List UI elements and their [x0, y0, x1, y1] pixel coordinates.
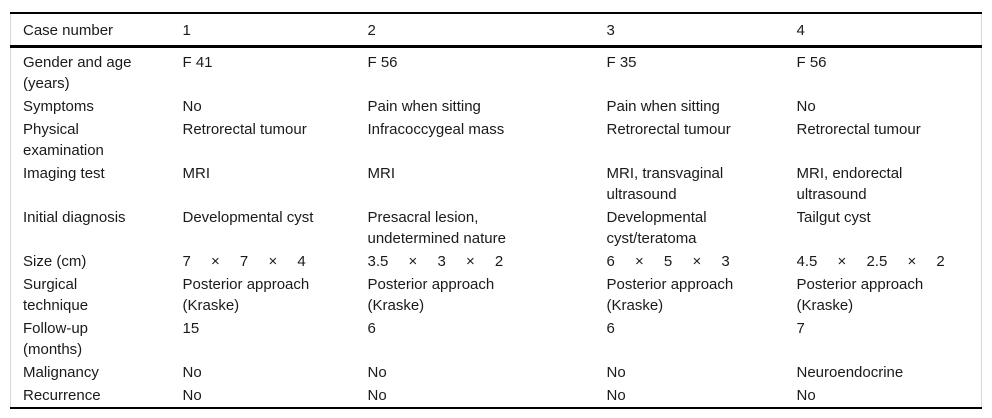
header-row: Case number 1 2 3 4	[10, 13, 982, 47]
row-label: Follow-up (months)	[23, 320, 89, 358]
row-label: Physical examination	[23, 121, 104, 159]
row-label: Symptoms	[23, 98, 94, 115]
cell: 6	[367, 320, 376, 337]
table-row-recurrence: Recurrence No No No No	[11, 384, 982, 408]
row-label: Imaging test	[23, 165, 105, 182]
cell: Posterior approach (Kraske)	[796, 276, 924, 314]
cell: MRI	[182, 165, 211, 182]
row-label: Surgical technique	[23, 276, 89, 314]
cell: No	[796, 387, 816, 404]
cell: Neuroendocrine	[796, 364, 904, 381]
header-row-label: Case number	[23, 22, 114, 39]
table-row-malignancy: Malignancy No No No Neuroendocrine	[11, 361, 982, 384]
cell: F 56	[796, 54, 827, 71]
cell: F 56	[367, 54, 398, 71]
cell: Tailgut cyst	[796, 209, 871, 226]
cell: MRI, transvaginal ultrasound	[606, 165, 724, 203]
cell: Infracoccygeal mass	[367, 121, 505, 138]
cell: No	[182, 364, 202, 381]
cell: No	[182, 98, 202, 115]
cell: 15	[182, 320, 200, 337]
cell: Retrorectal tumour	[606, 121, 731, 138]
cell: F 41	[182, 54, 213, 71]
cell: Posterior approach (Kraske)	[367, 276, 495, 314]
case-table: Case number 1 2 3 4 Gender and age (year…	[10, 12, 982, 409]
cell: 3.5 × 3 × 2	[367, 253, 504, 270]
row-label: Recurrence	[23, 387, 101, 404]
table-row-symptoms: Symptoms No Pain when sitting Pain when …	[11, 95, 982, 118]
cell: Developmental cyst	[182, 209, 314, 226]
table-row-surgical-technique: Surgical technique Posterior approach (K…	[11, 273, 982, 317]
cell: 4.5 × 2.5 × 2	[796, 253, 945, 270]
cell: No	[606, 387, 626, 404]
cell: No	[367, 387, 387, 404]
column-header-case-3: 3	[606, 22, 615, 39]
cell: Developmental cyst/teratoma	[606, 209, 707, 247]
table-row-initial-diagnosis: Initial diagnosis Developmental cyst Pre…	[11, 206, 982, 250]
cell: Posterior approach (Kraske)	[182, 276, 310, 314]
column-header-case-4: 4	[796, 22, 805, 39]
cell: MRI	[367, 165, 396, 182]
cell: No	[367, 364, 387, 381]
table-row-physical-examination: Physical examination Retrorectal tumour …	[11, 118, 982, 162]
cell: 6 × 5 × 3	[606, 253, 730, 270]
cell: Pain when sitting	[367, 98, 481, 115]
table-row-gender-age: Gender and age (years) F 41 F 56 F 35 F …	[11, 47, 982, 96]
row-label: Size (cm)	[23, 253, 87, 270]
cell: Retrorectal tumour	[796, 121, 921, 138]
cell: No	[182, 387, 202, 404]
cell: Presacral lesion, undetermined nature	[367, 209, 506, 247]
table-row-follow-up: Follow-up (months) 15 6 6 7	[11, 317, 982, 361]
cell: 7 × 7 × 4	[182, 253, 306, 270]
row-label: Initial diagnosis	[23, 209, 126, 226]
cell: MRI, endorectal ultrasound	[796, 165, 903, 203]
column-header-case-1: 1	[182, 22, 191, 39]
cell: 7	[796, 320, 805, 337]
cell: 6	[606, 320, 615, 337]
cell: No	[796, 98, 816, 115]
cell: Pain when sitting	[606, 98, 720, 115]
row-label: Gender and age (years)	[23, 54, 132, 92]
cell: F 35	[606, 54, 637, 71]
table-row-size: Size (cm) 7 × 7 × 4 3.5 × 3 × 2 6 × 5 × …	[11, 250, 982, 273]
column-header-case-2: 2	[367, 22, 376, 39]
cell: No	[606, 364, 626, 381]
cell: Retrorectal tumour	[182, 121, 307, 138]
row-label: Malignancy	[23, 364, 99, 381]
table-row-imaging-test: Imaging test MRI MRI MRI, transvaginal u…	[11, 162, 982, 206]
cell: Posterior approach (Kraske)	[606, 276, 734, 314]
